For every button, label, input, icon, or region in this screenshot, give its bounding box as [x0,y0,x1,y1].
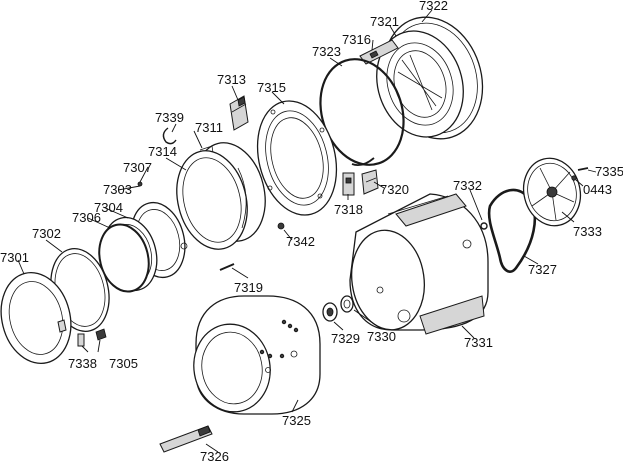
part-7327-drawing [487,188,537,273]
label-7313: 7313 [217,72,246,87]
part-7314-drawing [176,150,248,250]
label-7314: 7314 [148,144,177,159]
label-7332: 7332 [453,178,482,193]
part-7307-drawing [137,181,143,187]
label-7338: 7338 [68,356,97,371]
label-7303: 7303 [103,182,132,197]
leader-lines [17,9,597,453]
label-7315: 7315 [257,80,286,95]
label-7304: 7304 [94,200,123,215]
part-7319-drawing [219,263,235,271]
label-7321: 7321 [370,14,399,29]
label-7342: 7342 [286,234,315,249]
part-7315-drawing [256,100,338,216]
label-7322: 7322 [419,0,448,13]
label-7305: 7305 [109,356,138,371]
label-7325: 7325 [282,413,311,428]
part-7301-drawing [0,271,72,365]
part-7313-drawing [229,95,249,131]
part-7318-drawing [342,172,355,196]
part-7331-drawing [349,193,489,335]
part-7342-drawing [277,222,285,230]
label-7339: 7339 [155,110,184,125]
label-7306: 7306 [72,210,101,225]
label-7302: 7302 [32,226,61,241]
label-7307: 7307 [123,160,152,175]
part-7335-drawing [571,167,589,181]
part-7330-drawing [340,295,354,313]
label-7327: 7327 [528,262,557,277]
part-7306-drawing [98,223,150,293]
label-7335: 7335 [595,164,623,179]
part-7325-drawing [193,295,321,415]
part-7326-drawing [159,425,213,453]
label-7330: 7330 [367,329,396,344]
label-7301: 7301 [0,250,29,265]
label-7316: 7316 [342,32,371,47]
part-7329-drawing [322,302,338,322]
label-0443: 0443 [583,182,612,197]
label-7333: 7333 [573,224,602,239]
label-7326: 7326 [200,449,229,463]
label-7319: 7319 [234,280,263,295]
label-7320: 7320 [380,182,409,197]
part-7332-drawing [480,222,488,230]
part-7333-drawing [522,157,582,227]
part-7338-drawing [77,333,85,347]
part-7320-drawing [361,169,379,195]
label-7323: 7323 [312,44,341,59]
label-7329: 7329 [331,331,360,346]
part-7305-drawing [95,328,107,341]
part-7339-drawing [162,127,177,145]
label-7318: 7318 [334,202,363,217]
part-7321-drawing [376,30,464,138]
label-7331: 7331 [464,335,493,350]
label-7311: 7311 [195,120,223,135]
